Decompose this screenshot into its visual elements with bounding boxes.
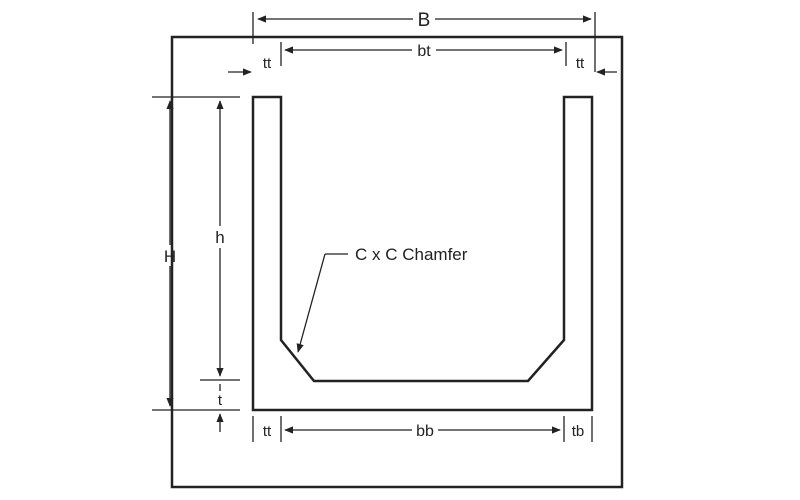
dimension-H	[152, 96, 240, 411]
label-H: H	[164, 247, 176, 266]
label-bb: bb	[416, 423, 434, 440]
chamfer-leader	[296, 253, 348, 353]
dimension-B	[252, 12, 596, 72]
label-chamfer: C x C Chamfer	[355, 245, 468, 264]
label-B: B	[418, 10, 431, 31]
label-tt-top-right: tt	[576, 55, 585, 72]
label-bt: bt	[417, 43, 431, 60]
u-channel-outline	[251, 95, 594, 412]
dimension-h	[200, 100, 240, 381]
dimension-bottom-row	[252, 416, 593, 442]
label-h: h	[215, 228, 224, 247]
label-t: t	[218, 392, 223, 409]
outer-frame	[170, 35, 624, 489]
label-tt-top-left: tt	[263, 55, 272, 72]
dimension-bt	[280, 42, 567, 66]
label-tt-bottom: tt	[263, 423, 272, 440]
label-tb: tb	[572, 423, 585, 440]
